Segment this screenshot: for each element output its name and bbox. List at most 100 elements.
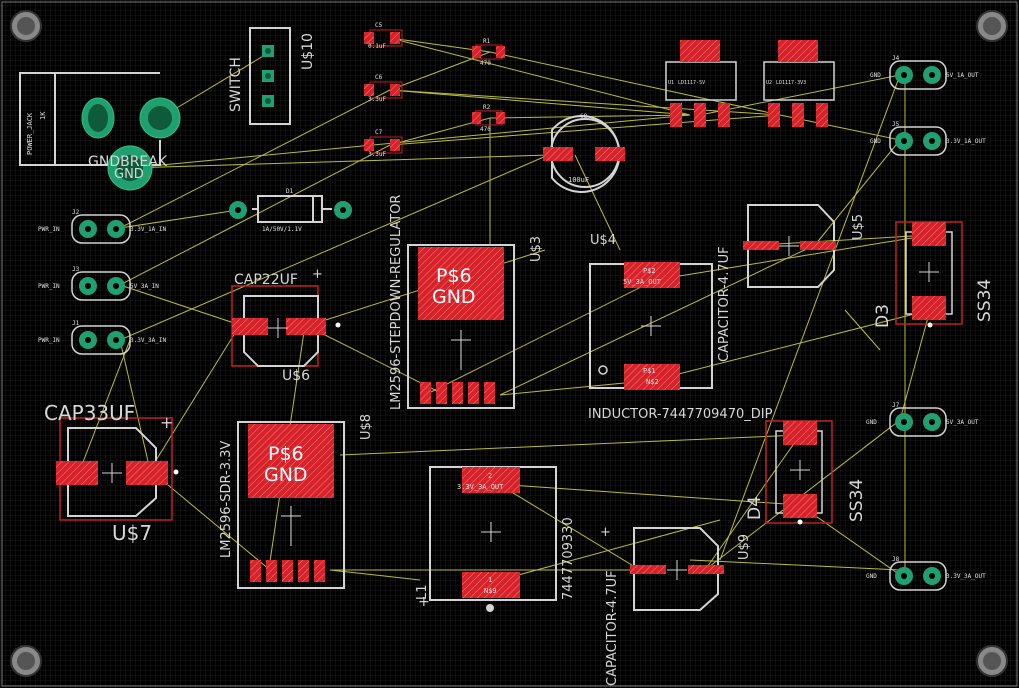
d3-ref: D3 — [873, 304, 893, 328]
c5-ref: C5 — [375, 22, 383, 29]
connector-j3: J3 PWR_IN 5V_3A_IN — [38, 266, 159, 301]
c8-pad[interactable] — [595, 147, 625, 161]
c7-pad[interactable] — [364, 139, 374, 151]
capacitor-u5: CAPACITOR-4.7UF U$5 — [717, 204, 866, 362]
u3-pad1: P$6 — [436, 265, 472, 287]
j5-ref: J5 — [892, 121, 900, 128]
u5-pad[interactable] — [743, 241, 779, 250]
r2-pad[interactable] — [472, 112, 481, 124]
u8-pad2: GND — [264, 464, 308, 486]
d3-value: SS34 — [975, 279, 995, 322]
d4-pad[interactable] — [783, 421, 817, 445]
u4-pin-top: 5V_3A_OUT — [623, 278, 662, 286]
u3-pin[interactable] — [468, 382, 479, 404]
u3-pad2: GND — [432, 286, 476, 308]
u2-ref: U2 — [766, 80, 772, 86]
u8-pin[interactable] — [314, 560, 325, 582]
l1-pin-top-num: 2 — [488, 472, 492, 480]
j3-ref: J3 — [72, 266, 80, 273]
u7-pad[interactable] — [126, 461, 168, 485]
u2-name: LD1117-3V3 — [776, 80, 806, 86]
c8-ref: C8 — [580, 113, 588, 120]
resistor-r2: R2 470 — [472, 104, 505, 133]
u3-tab-pad[interactable] — [418, 247, 504, 320]
u8-pin[interactable] — [298, 560, 309, 582]
regulator-u1: U1 LD1117-5V — [665, 40, 737, 127]
u3-pin[interactable] — [452, 382, 463, 404]
u8-pin[interactable] — [250, 560, 261, 582]
u5-ref: U$5 — [851, 214, 866, 240]
u2-pad[interactable] — [816, 103, 828, 127]
switch: SWITCH U$10 — [228, 27, 316, 125]
u2-tab-pad[interactable] — [778, 40, 818, 62]
u7-pad[interactable] — [56, 461, 98, 485]
u8-pin[interactable] — [266, 560, 277, 582]
u1-pad[interactable] — [694, 103, 706, 127]
c8-pad[interactable] — [543, 147, 573, 161]
cap-c6: C6 3.3uF — [364, 74, 403, 103]
airwires — [79, 37, 931, 581]
diode-d3: D3 SS34 — [873, 221, 995, 328]
regulator-u3: P$6 GND LM2596-STEPDOWN-REGULATOR U$3 — [389, 195, 544, 410]
u4-pin-bot-num: P$1 — [643, 367, 656, 375]
cap-c5: C5 0.1uF — [364, 22, 403, 50]
u3-pin[interactable] — [420, 382, 431, 404]
j1-ref: J1 — [72, 320, 80, 327]
svg-text:+: + — [312, 267, 323, 282]
u2-pad[interactable] — [768, 103, 780, 127]
l1-pin-top: 3.3V_3A_OUT — [457, 483, 504, 491]
u2-pad[interactable] — [792, 103, 804, 127]
j4-right: 5V_1A_OUT — [946, 72, 979, 79]
j5-right: 3.3V_1A_OUT — [946, 138, 986, 145]
svg-text:+: + — [600, 525, 611, 540]
d1-value: 1A/50V/1.1V — [262, 226, 302, 233]
c7-ref: C7 — [375, 129, 383, 136]
c7-pad[interactable] — [390, 139, 400, 151]
c6-pad[interactable] — [390, 84, 400, 96]
d4-pad[interactable] — [783, 494, 817, 518]
l1-pad[interactable] — [462, 467, 520, 493]
switch-name: SWITCH — [228, 57, 244, 112]
u1-pad[interactable] — [670, 103, 682, 127]
power-jack-value: 1K — [39, 111, 47, 120]
d3-pad[interactable] — [912, 296, 946, 320]
u1-tab-pad[interactable] — [680, 40, 720, 62]
u4-pad[interactable] — [624, 364, 680, 390]
u8-pin[interactable] — [282, 560, 293, 582]
u3-pin[interactable] — [484, 382, 495, 404]
diode-d4: D4 SS34 — [745, 420, 867, 525]
c5-value: 0.1uF — [368, 43, 386, 50]
u6-pad[interactable] — [286, 318, 326, 335]
u9-pad[interactable] — [630, 565, 666, 574]
u9-pad[interactable] — [688, 565, 724, 574]
u4-pad[interactable] — [624, 262, 680, 288]
u9-ref: U$9 — [737, 534, 752, 560]
c6-pad[interactable] — [364, 84, 374, 96]
gndbreak-pin: GND — [114, 167, 144, 182]
r1-pad[interactable] — [496, 46, 505, 58]
r2-pad[interactable] — [496, 112, 505, 124]
c7-value: 3.3uF — [368, 151, 386, 158]
c5-pad[interactable] — [390, 32, 400, 44]
d3-pad[interactable] — [912, 222, 946, 246]
u1-pad[interactable] — [718, 103, 730, 127]
u6-pad[interactable] — [232, 318, 268, 335]
r1-pad[interactable] — [472, 46, 481, 58]
inductor-u4: P$2 5V_3A_OUT P$1 N$2 U$4 INDUCTOR-74477… — [588, 233, 773, 422]
c6-ref: C6 — [375, 74, 383, 81]
u5-pad[interactable] — [800, 241, 836, 250]
power-jack-label: POWER_JACK — [26, 112, 34, 155]
connector-j2: J2 PWR_IN 3.3V_1A_IN — [38, 209, 167, 244]
u5-name: CAPACITOR-4.7UF — [717, 246, 732, 362]
u9-name: CAPACITOR-4.7UF — [605, 570, 620, 686]
c5-pad[interactable] — [364, 32, 374, 44]
resistor-r1: R1 470 — [472, 38, 505, 67]
regulator-u2: U2 LD1117-3V3 — [763, 40, 835, 127]
u3-pin[interactable] — [436, 382, 447, 404]
l1-ref: L1 — [415, 584, 430, 600]
j2-ref: J2 — [72, 209, 80, 216]
l1-pad[interactable] — [462, 572, 520, 598]
capacitor-u7: CAP33UF + U$7 — [44, 401, 179, 545]
u8-tab-pad[interactable] — [248, 424, 334, 498]
u8-pad1: P$6 — [268, 443, 304, 465]
